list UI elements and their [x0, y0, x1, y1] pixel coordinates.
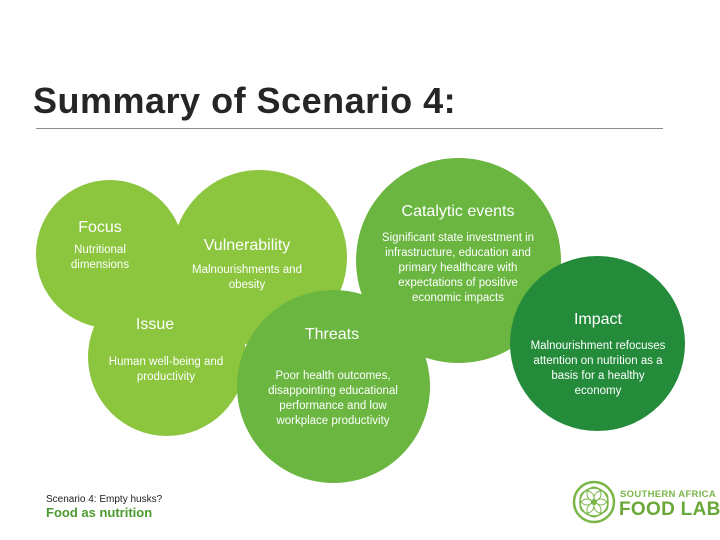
title-divider — [36, 128, 663, 129]
logo-line-1: SOUTHERN AFRICA — [620, 489, 716, 500]
catalytic-events-text: Significant state investment in infrastr… — [381, 232, 535, 304]
focus-text: Nutritional dimensions — [70, 244, 130, 271]
threats-heading: Threats — [304, 326, 360, 343]
vulnerability-heading: Vulnerability — [203, 237, 291, 254]
catalytic-events-heading: Catalytic events — [401, 203, 515, 220]
southern-africa-food-lab-logo: SOUTHERN AFRICA FOOD LAB — [572, 480, 720, 526]
issue-circle — [88, 278, 246, 436]
logo-line-2: FOOD LAB — [619, 499, 720, 520]
issue-text: Human well-being and productivity — [108, 356, 224, 383]
focus-heading: Focus — [78, 219, 122, 236]
threats-text: Poor health outcomes, disappointing educ… — [268, 370, 398, 427]
impact-circle — [510, 256, 685, 431]
page-title: Summary of Scenario 4: — [33, 80, 457, 121]
issue-heading: Issue — [135, 316, 175, 333]
scenario-subtitle: Food as nutrition — [46, 505, 153, 520]
food-lab-emblem-icon — [572, 480, 616, 524]
scenario-label: Scenario 4: Empty husks? — [46, 494, 163, 505]
impact-heading: Impact — [573, 311, 622, 328]
impact-text: Malnourishment refocuses attention on nu… — [530, 340, 666, 397]
vulnerability-text: Malnourishments and obesity — [192, 264, 302, 291]
